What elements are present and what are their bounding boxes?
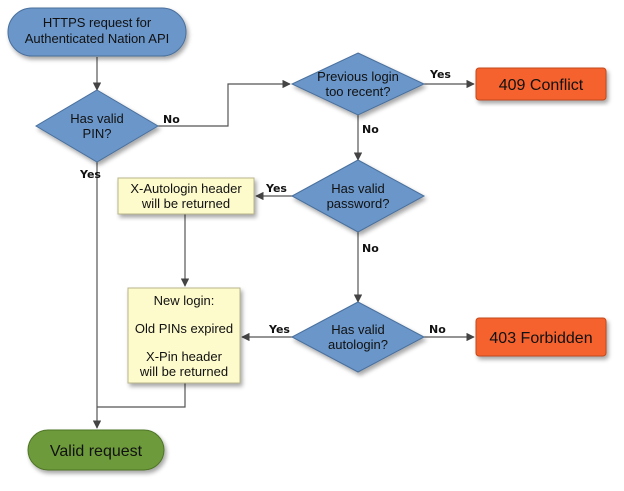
terminal-403-forbidden: 403 Forbidden <box>475 317 607 357</box>
svg-text:will be returned: will be returned <box>139 364 228 379</box>
label-pass-no: No <box>362 242 379 255</box>
svg-text:Old PINs expired: Old PINs expired <box>135 321 233 336</box>
svg-text:too recent?: too recent? <box>325 84 390 99</box>
label-pass-yes: Yes <box>265 182 287 195</box>
decision-has-valid-password: Has valid password? <box>290 159 426 233</box>
svg-text:Authenticated Nation API: Authenticated Nation API <box>25 31 170 46</box>
label-auto-no: No <box>429 323 446 336</box>
decision-has-valid-pin: Has valid PIN? <box>35 89 159 163</box>
process-autologin-header: X-Autologin header will be returned <box>117 177 255 215</box>
terminal-valid-request: Valid request <box>27 429 165 471</box>
label-pin-no: No <box>163 113 180 126</box>
label-pin-yes: Yes <box>79 168 101 181</box>
edge-newlogin-to-valid <box>97 383 186 408</box>
svg-text:Has valid: Has valid <box>331 181 384 196</box>
svg-text:Has valid: Has valid <box>70 111 123 126</box>
svg-text:password?: password? <box>327 196 390 211</box>
svg-text:Valid request: Valid request <box>50 443 143 460</box>
svg-text:HTTPS request for: HTTPS request for <box>43 15 152 30</box>
svg-text:409 Conflict: 409 Conflict <box>499 77 584 94</box>
label-prev-no: No <box>362 123 379 136</box>
svg-text:PIN?: PIN? <box>83 126 112 141</box>
edge-pin-no <box>158 79 291 127</box>
svg-text:X-Pin header: X-Pin header <box>146 349 223 364</box>
svg-text:Previous login: Previous login <box>317 69 399 84</box>
terminal-409-conflict: 409 Conflict <box>475 67 607 101</box>
label-auto-yes: Yes <box>268 323 290 336</box>
svg-text:will be returned: will be returned <box>141 196 230 211</box>
start-terminal: HTTPS request for Authenticated Nation A… <box>7 7 187 57</box>
decision-previous-login: Previous login too recent? <box>290 52 426 116</box>
svg-text:Has valid: Has valid <box>331 322 384 337</box>
decision-has-valid-autologin: Has valid autologin? <box>290 301 426 373</box>
svg-text:New login:: New login: <box>154 293 215 308</box>
label-prev-yes: Yes <box>429 68 451 81</box>
svg-text:autologin?: autologin? <box>328 337 388 352</box>
svg-text:403 Forbidden: 403 Forbidden <box>489 330 592 347</box>
process-new-login: New login: Old PINs expired X-Pin header… <box>127 287 241 384</box>
svg-text:X-Autologin header: X-Autologin header <box>130 181 242 196</box>
